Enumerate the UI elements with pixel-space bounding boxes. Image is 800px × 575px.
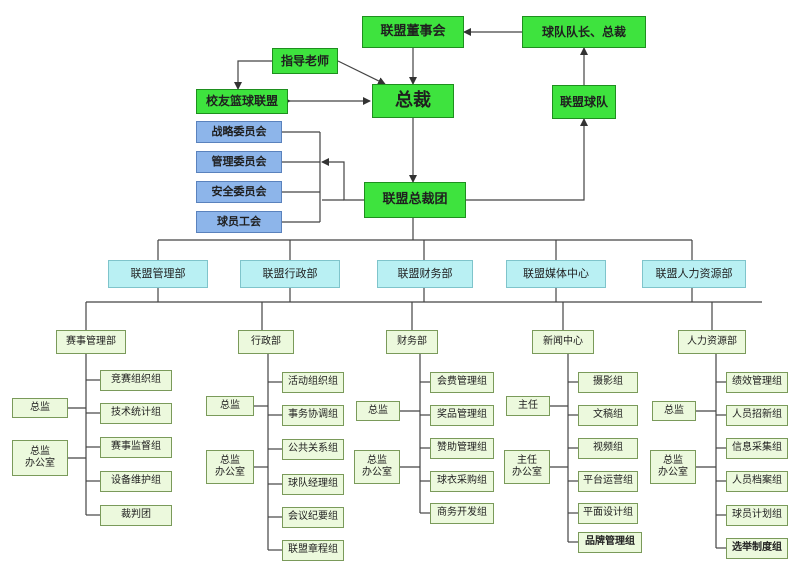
group-hr-5[interactable]: 球员计划组 [726, 505, 788, 526]
director-events[interactable]: 总监 [12, 398, 68, 418]
director-news[interactable]: 主任 [506, 396, 550, 416]
committee-strategy[interactable]: 战略委员会 [196, 121, 282, 143]
group-admin-6[interactable]: 联盟章程组 [282, 540, 344, 561]
department-hr[interactable]: 联盟人力资源部 [642, 260, 746, 288]
group-hr-3[interactable]: 信息采集组 [726, 438, 788, 459]
alumni-league-node[interactable]: 校友篮球联盟 [196, 89, 288, 114]
group-admin-1[interactable]: 活动组织组 [282, 372, 344, 393]
group-events-4[interactable]: 设备维护组 [100, 471, 172, 492]
office-events[interactable]: 总监 办公室 [12, 440, 68, 476]
group-hr-4[interactable]: 人员档案组 [726, 471, 788, 492]
section-head-hr[interactable]: 人力资源部 [678, 330, 746, 354]
group-finance-4[interactable]: 球衣采购组 [430, 471, 494, 492]
group-hr-2[interactable]: 人员招新组 [726, 405, 788, 426]
group-finance-2[interactable]: 奖品管理组 [430, 405, 494, 426]
department-management[interactable]: 联盟管理部 [108, 260, 208, 288]
office-admin[interactable]: 总监 办公室 [206, 450, 254, 484]
group-events-5[interactable]: 裁判团 [100, 505, 172, 526]
group-admin-2[interactable]: 事务协调组 [282, 405, 344, 426]
office-hr[interactable]: 总监 办公室 [650, 450, 696, 484]
group-admin-5[interactable]: 会议纪要组 [282, 507, 344, 528]
director-admin[interactable]: 总监 [206, 396, 254, 416]
group-hr-1[interactable]: 绩效管理组 [726, 372, 788, 393]
group-news-2[interactable]: 文稿组 [578, 405, 638, 426]
group-news-4[interactable]: 平台运营组 [578, 471, 638, 492]
committee-players-union[interactable]: 球员工会 [196, 211, 282, 233]
group-news-3[interactable]: 视频组 [578, 438, 638, 459]
department-finance[interactable]: 联盟财务部 [377, 260, 473, 288]
group-news-6[interactable]: 品牌管理组 [578, 532, 642, 553]
director-hr[interactable]: 总监 [652, 401, 696, 421]
group-finance-3[interactable]: 赞助管理组 [430, 438, 494, 459]
office-news[interactable]: 主任 办公室 [504, 450, 550, 484]
executive-node[interactable]: 联盟总裁团 [364, 182, 466, 218]
section-head-finance[interactable]: 财务部 [386, 330, 438, 354]
group-events-1[interactable]: 竞赛组织组 [100, 370, 172, 391]
group-news-5[interactable]: 平面设计组 [578, 503, 638, 524]
group-admin-4[interactable]: 球队经理组 [282, 474, 344, 495]
group-events-2[interactable]: 技术统计组 [100, 403, 172, 424]
group-news-1[interactable]: 摄影组 [578, 372, 638, 393]
section-head-news[interactable]: 新闻中心 [532, 330, 594, 354]
section-head-admin[interactable]: 行政部 [238, 330, 294, 354]
department-administration[interactable]: 联盟行政部 [240, 260, 340, 288]
group-finance-1[interactable]: 会费管理组 [430, 372, 494, 393]
committee-safety[interactable]: 安全委员会 [196, 181, 282, 203]
group-hr-6[interactable]: 选举制度组 [726, 538, 788, 559]
group-events-3[interactable]: 赛事监督组 [100, 437, 172, 458]
board-node[interactable]: 联盟董事会 [362, 16, 464, 48]
group-finance-5[interactable]: 商务开发组 [430, 503, 494, 524]
captains-president-node[interactable]: 球队队长、总裁 [522, 16, 646, 48]
group-admin-3[interactable]: 公共关系组 [282, 439, 344, 460]
advisor-node[interactable]: 指导老师 [272, 48, 338, 74]
department-media[interactable]: 联盟媒体中心 [506, 260, 606, 288]
president-node[interactable]: 总裁 [372, 84, 454, 118]
office-finance[interactable]: 总监 办公室 [354, 450, 400, 484]
section-head-events[interactable]: 赛事管理部 [56, 330, 126, 354]
committee-management[interactable]: 管理委员会 [196, 151, 282, 173]
league-teams-node[interactable]: 联盟球队 [552, 85, 616, 119]
director-finance[interactable]: 总监 [356, 401, 400, 421]
